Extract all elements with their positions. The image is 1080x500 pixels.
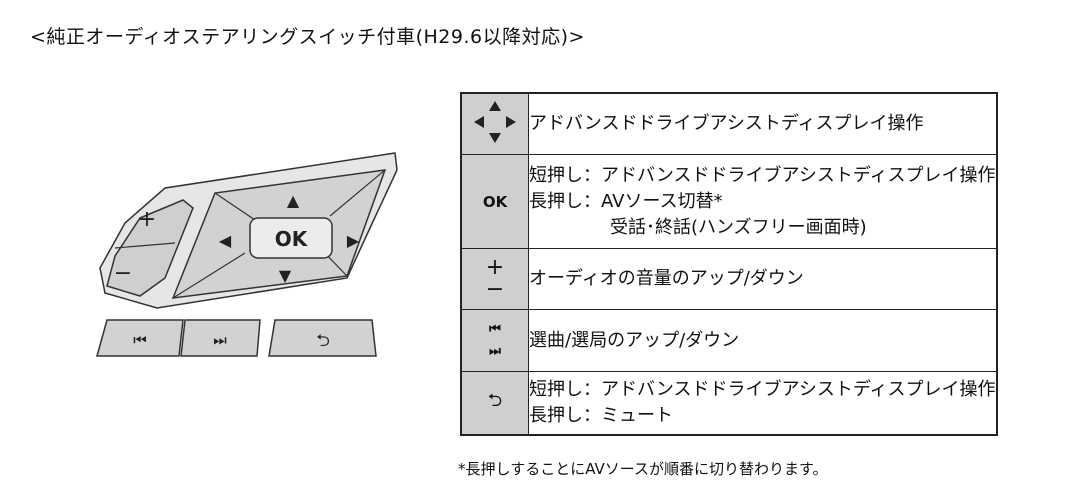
dpad-left-icon[interactable]: ◀: [219, 231, 232, 250]
table-row: OK 短押し：アドバンスドドライブアシストディスプレイ操作 長押し：AVソース切…: [460, 154, 998, 249]
volume-plus-label: +: [138, 207, 156, 232]
row-description: オーディオの音量のアップ/ダウン: [527, 248, 998, 310]
row-description: 短押し：アドバンスドドライブアシストディスプレイ操作 長押し：AVソース切替* …: [527, 154, 998, 249]
dpad-right-icon[interactable]: ▶: [347, 231, 360, 250]
row-description: 短押し：アドバンスドドライブアシストディスプレイ操作 長押し：ミュート: [527, 371, 998, 436]
plus-minus-icon: + −: [460, 248, 529, 310]
dpad-up-icon[interactable]: ▲: [287, 191, 300, 210]
ok-icon: OK: [460, 154, 529, 249]
table-row: ⮌ 短押し：アドバンスドドライブアシストディスプレイ操作 長押し：ミュート: [460, 371, 998, 436]
dpad-arrows-icon: [460, 92, 529, 155]
ok-button[interactable]: [249, 217, 333, 259]
next-track-button[interactable]: [180, 319, 261, 357]
back-button[interactable]: [268, 319, 377, 357]
steering-switch-illustration: + − OK ▲ ▼ ◀ ▶ ⏮ ⏭ ⮌: [96, 152, 398, 357]
switch-function-table: アドバンスドドライブアシストディスプレイ操作 OK 短押し：アドバンスドドライブ…: [460, 92, 998, 436]
next-track-icon: ⏭: [213, 331, 227, 349]
volume-rocker[interactable]: [106, 199, 194, 297]
page-title: <純正オーディオステアリングスイッチ付車(H29.6以降対応)>: [30, 26, 585, 48]
prev-track-icon: ⏮: [133, 331, 147, 349]
volume-minus-label: −: [114, 261, 132, 286]
footnote: *長押しすることにAVソースが順番に切り替わります。: [458, 460, 828, 478]
ok-label: OK: [275, 227, 309, 251]
table-row: ⏮ ⏭ 選曲/選局のアップ/ダウン: [460, 309, 998, 372]
back-icon: ⮌: [316, 331, 330, 351]
table-row: + − オーディオの音量のアップ/ダウン: [460, 248, 998, 310]
row-description: 選曲/選局のアップ/ダウン: [527, 309, 998, 372]
back-icon: ⮌: [460, 371, 529, 436]
prev-track-button[interactable]: [96, 319, 184, 357]
row-description: アドバンスドドライブアシストディスプレイ操作: [527, 92, 998, 155]
table-row: アドバンスドドライブアシストディスプレイ操作: [460, 92, 998, 155]
track-skip-icon: ⏮ ⏭: [460, 309, 529, 372]
dpad-down-icon[interactable]: ▼: [279, 266, 292, 285]
